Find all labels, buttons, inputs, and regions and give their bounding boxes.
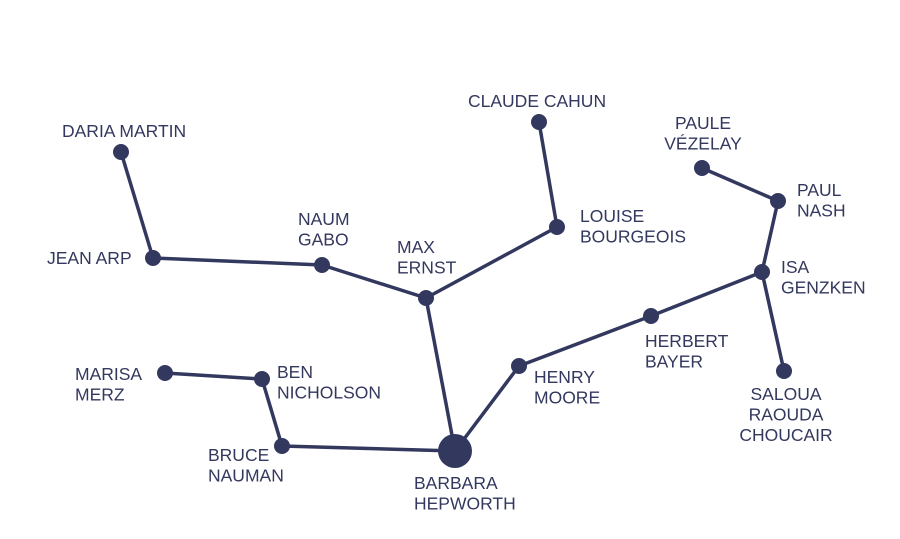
label-line: ISA	[781, 257, 810, 277]
label-line: PAULE	[675, 113, 731, 133]
label-line: ERNST	[397, 258, 457, 278]
label-line: VÉZELAY	[664, 134, 742, 154]
label-line: RAOUDA	[749, 405, 824, 425]
edge-max-louise	[425, 225, 558, 300]
node-henry	[511, 358, 527, 374]
label-line: HEPWORTH	[414, 494, 516, 514]
edge-herbert-isa	[650, 270, 763, 318]
label-daria: DARIA MARTIN	[62, 121, 186, 141]
label-claude: CLAUDE CAHUN	[468, 91, 606, 111]
label-line: NASH	[797, 201, 846, 221]
node-ben	[254, 371, 270, 387]
node-marisa	[157, 365, 173, 381]
label-line: JEAN ARP	[47, 248, 132, 268]
node-barbara	[438, 434, 472, 468]
edge-naum-max	[321, 263, 427, 300]
label-line: BRUCE	[208, 445, 269, 465]
label-line: SALOUA	[751, 384, 822, 404]
label-line: GABO	[298, 230, 349, 250]
edge-ben-marisa	[164, 371, 263, 381]
node-herbert	[643, 308, 659, 324]
label-line: BEN	[277, 362, 313, 382]
label-line: HERBERT	[645, 331, 729, 351]
edge-daria-jean	[119, 151, 155, 259]
node-bruce	[274, 438, 290, 454]
label-line: HENRY	[534, 367, 595, 387]
label-line: MAX	[397, 237, 435, 257]
node-claude	[531, 114, 547, 130]
node-daria	[113, 144, 129, 160]
node-paule	[694, 160, 710, 176]
edge-max-barbara	[424, 297, 457, 452]
node-saloua	[776, 363, 792, 379]
edge-paul-paule	[701, 166, 779, 203]
label-line: NAUMAN	[208, 466, 284, 486]
label-line: BARBARA	[414, 473, 498, 493]
label-line: CHOUCAIR	[739, 425, 832, 445]
node-naum	[314, 257, 330, 273]
edge-barbara-bruce	[281, 444, 456, 453]
label-line: LOUISE	[580, 206, 644, 226]
label-line: DARIA MARTIN	[62, 121, 186, 141]
node-paul	[770, 193, 786, 209]
label-line: MERZ	[75, 385, 125, 405]
edge-henry-herbert	[518, 314, 652, 368]
node-isa	[754, 264, 770, 280]
label-line: PAUL	[797, 180, 842, 200]
node-jean	[145, 250, 161, 266]
label-jean: JEAN ARP	[47, 248, 132, 268]
label-line: CLAUDE CAHUN	[468, 91, 606, 111]
nodes	[113, 114, 792, 468]
edge-isa-saloua	[760, 271, 786, 372]
label-line: MOORE	[534, 388, 600, 408]
label-line: NICHOLSON	[277, 383, 381, 403]
edge-isa-paul	[760, 200, 780, 273]
label-line: BOURGEOIS	[580, 227, 686, 247]
edge-jean-naum	[152, 256, 323, 267]
label-line: MARISA	[75, 364, 142, 384]
label-line: NAUM	[298, 209, 350, 229]
node-max	[418, 290, 434, 306]
edges	[119, 121, 786, 453]
label-line: GENZKEN	[781, 278, 866, 298]
edge-barbara-henry	[453, 364, 521, 453]
edge-bruce-ben	[260, 378, 284, 447]
label-line: BAYER	[645, 352, 703, 372]
node-louise	[549, 219, 565, 235]
edge-louise-claude	[537, 121, 559, 228]
